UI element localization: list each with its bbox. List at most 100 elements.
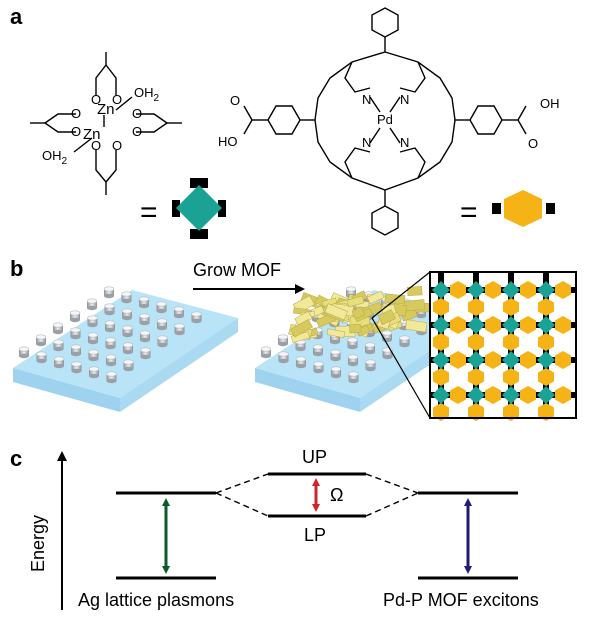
panel-label-b: b	[10, 256, 23, 281]
silver-pillar	[156, 301, 167, 314]
silver-pillar	[277, 334, 289, 347]
silver-pillar	[87, 332, 99, 345]
silver-pillar	[106, 371, 117, 384]
zn-paddlewheel-node	[537, 316, 555, 334]
zn-paddlewheel-node	[467, 386, 485, 404]
silver-pillar	[35, 334, 47, 347]
silver-pillar	[122, 325, 133, 338]
zn-paddlewheel-node	[537, 386, 555, 404]
silver-pillar	[121, 291, 132, 304]
equals-sign-porphyrin: =	[460, 196, 478, 229]
silver-pillar	[381, 330, 393, 343]
carboxyl-oh-left: HO	[218, 134, 238, 149]
carboxyl-oh-right: OH	[540, 96, 560, 111]
porphyrin-linker	[520, 351, 536, 369]
mof-crystal-flake	[290, 318, 313, 338]
upper-polariton-label: UP	[302, 447, 327, 467]
energy-axis-label: Energy	[28, 515, 48, 572]
porphyrin-linker	[503, 333, 519, 351]
silver-pillar	[70, 344, 82, 357]
silver-pillar	[139, 313, 150, 326]
porphyrin-linker	[503, 368, 519, 386]
porphyrin-linker	[468, 403, 484, 421]
pd-porphyrin-structure	[243, 7, 527, 236]
water-ligand-lower: OH2	[42, 148, 68, 167]
silver-pillar	[364, 342, 376, 355]
nitrogen-label: N	[362, 135, 371, 150]
porphyrin-linker	[538, 368, 554, 386]
porphyrin-linker	[520, 281, 536, 299]
silver-pillar	[382, 347, 393, 360]
oxygen-label: O	[71, 124, 81, 139]
silver-pillar	[365, 359, 376, 372]
porphyrin-linker	[433, 403, 449, 421]
silver-pillar	[53, 339, 64, 352]
silver-pillar	[88, 349, 99, 362]
panel-label-a: a	[10, 4, 23, 29]
panel-label-c: c	[10, 446, 22, 471]
silver-pillar	[71, 361, 82, 374]
zn-paddlewheel-node	[502, 351, 520, 369]
zn-paddlewheel-node	[537, 351, 555, 369]
silver-pillar	[52, 322, 64, 335]
oxygen-label: O	[132, 106, 142, 121]
silver-pillar	[156, 318, 168, 331]
exciton-caption: Pd-P MOF excitons	[383, 590, 539, 610]
oxygen-label: O	[112, 138, 122, 153]
porphyrin-linker	[485, 386, 501, 404]
silver-pillar	[347, 354, 359, 367]
silver-pillar	[347, 337, 358, 350]
oxygen-label: O	[132, 124, 142, 139]
porphyrin-linker	[433, 333, 449, 351]
silver-pillar	[53, 356, 65, 369]
plasmon-caption: Ag lattice plasmons	[78, 590, 234, 610]
zn-paddlewheel-node	[432, 386, 450, 404]
silver-pillar	[88, 366, 100, 379]
silver-pillar	[330, 366, 342, 379]
porphyrin-linker	[450, 281, 466, 299]
porphyrin-linker	[485, 316, 501, 334]
oxygen-label: O	[91, 92, 101, 107]
silver-pillar	[173, 306, 185, 319]
mof-crystal-flake	[405, 319, 428, 333]
zinc-paddlewheel-structure	[30, 52, 182, 195]
silver-pillar	[105, 354, 117, 367]
zn-paddlewheel-node	[432, 316, 450, 334]
zoom-line-top	[371, 271, 431, 319]
mof-crystal-flake	[384, 293, 406, 305]
silver-pillar	[103, 286, 115, 299]
silver-pillar	[70, 327, 81, 340]
mof-crystal-flake	[366, 290, 385, 305]
zn-paddlewheel-node	[537, 281, 555, 299]
zn-paddlewheel-node	[432, 351, 450, 369]
silver-pillar	[138, 296, 150, 309]
porphyrin-linker	[485, 281, 501, 299]
zoom-line-bottom	[371, 317, 431, 419]
grow-mof-label: Grow MOF	[193, 260, 281, 280]
silver-pillar	[104, 320, 116, 333]
zn-paddlewheel-node	[467, 351, 485, 369]
silver-pillar	[313, 361, 324, 374]
zn-paddlewheel-node	[432, 281, 450, 299]
nitrogen-label: N	[400, 135, 409, 150]
nitrogen-label: N	[362, 92, 371, 107]
carbonyl-o-left: O	[230, 93, 240, 108]
porphyrin-linker	[520, 386, 536, 404]
mof-lattice-inset	[429, 271, 577, 421]
porphyrin-linker	[485, 351, 501, 369]
silver-pillar	[312, 344, 324, 357]
porphyrin-linker	[538, 298, 554, 316]
porphyrin-linker	[468, 333, 484, 351]
mof-crystal-flake	[407, 286, 423, 297]
zn-paddlewheel-node	[502, 281, 520, 299]
oxygen-label: O	[112, 92, 122, 107]
zn-atom-upper: Zn	[97, 101, 115, 118]
silver-pillar	[86, 298, 98, 311]
zn-paddlewheel-node	[467, 281, 485, 299]
silver-pillar	[174, 323, 185, 336]
zn-paddlewheel-node	[467, 316, 485, 334]
zn-atom-lower: Zn	[83, 126, 101, 143]
zn-node-symbol	[172, 178, 226, 239]
porphyrin-linker	[555, 386, 571, 404]
